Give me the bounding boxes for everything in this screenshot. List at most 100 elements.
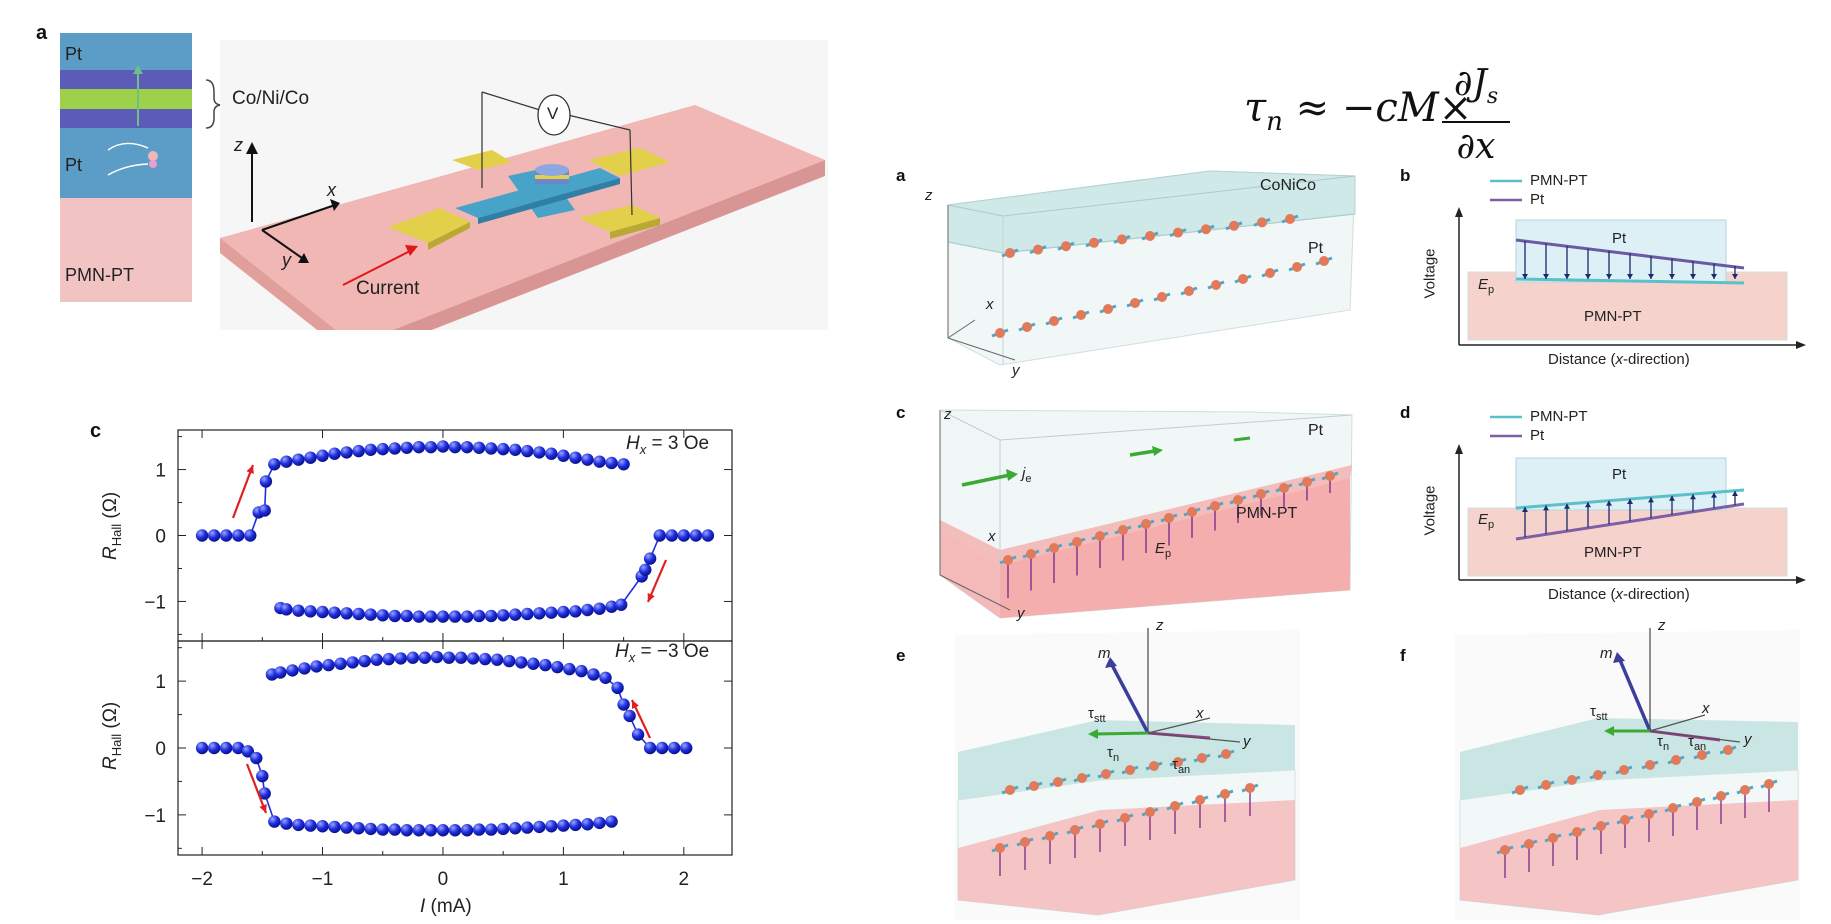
right-c-x: x — [988, 528, 996, 545]
voltage-arrow-head — [1648, 497, 1654, 503]
electron-spin — [1500, 845, 1510, 855]
electron-spin — [1141, 519, 1151, 529]
axis-x-label: x — [327, 180, 336, 200]
electron-spin — [1279, 483, 1289, 493]
data-point — [364, 608, 377, 621]
electron-spin — [1245, 783, 1255, 793]
electron-spin — [1061, 241, 1071, 252]
axis-z-label: z — [234, 135, 243, 155]
electron-spin — [1233, 495, 1243, 505]
data-point — [496, 609, 510, 622]
electron-spin — [1197, 753, 1207, 763]
electron-spin — [1103, 304, 1113, 314]
data-point — [400, 441, 414, 455]
right-d-xlabel: Distance (x-direction) — [1548, 586, 1690, 603]
data-point — [424, 824, 438, 837]
xlabel-it: x — [1615, 586, 1624, 603]
chart-top-legend: Hx = 3 Oe — [626, 433, 709, 457]
electron-spin — [1524, 839, 1534, 849]
right-e-tn: τn — [1107, 744, 1119, 764]
data-point — [388, 609, 401, 623]
electron-spin — [1145, 231, 1155, 241]
electron-spin — [1120, 813, 1130, 823]
data-point — [581, 818, 594, 831]
data-point — [195, 529, 209, 542]
right-f-tan: τan — [1688, 733, 1706, 753]
data-point — [639, 563, 652, 576]
data-point — [340, 821, 353, 834]
ep-sub: p — [1488, 519, 1495, 531]
data-point — [334, 657, 347, 670]
xlabel-post: -direction) — [1623, 351, 1690, 368]
electron-spin — [1620, 815, 1630, 825]
torque-formula: τn ≈ −cM× — [1244, 85, 1472, 137]
data-point — [521, 821, 534, 834]
x-tick-label: 2 — [679, 869, 690, 890]
switch-arrow — [245, 763, 268, 814]
ep-e: E — [1478, 511, 1489, 528]
data-point — [424, 440, 438, 454]
data-point — [256, 769, 269, 783]
electron-spin — [1692, 797, 1702, 807]
data-point — [545, 606, 558, 619]
plot-frame — [177, 429, 733, 642]
electron-spin — [1089, 237, 1099, 248]
electron-spin — [1095, 531, 1105, 541]
electron-spin — [1149, 761, 1159, 771]
electron-spin — [1201, 224, 1211, 235]
data-point — [424, 610, 438, 623]
xlabel-pre: Distance ( — [1548, 586, 1616, 603]
data-point — [376, 823, 389, 836]
right-e-z: z — [1156, 617, 1164, 634]
panel-label-left-a: a — [36, 22, 48, 44]
data-point — [250, 751, 263, 765]
data-point — [643, 741, 657, 755]
data-point — [623, 709, 636, 723]
data-point — [244, 529, 257, 542]
right-e-y: y — [1243, 733, 1251, 750]
electron-spin — [1095, 819, 1105, 829]
data-point — [563, 662, 576, 676]
tau-sub: an — [1693, 741, 1707, 753]
data-point — [292, 453, 305, 466]
data-point — [466, 652, 480, 665]
electron-spin — [1070, 825, 1080, 835]
data-point — [509, 443, 522, 456]
data-point — [406, 651, 420, 664]
data-point — [509, 822, 522, 835]
data-point — [232, 529, 245, 542]
electron-spin — [1645, 760, 1655, 770]
right-e-x: x — [1196, 705, 1204, 722]
electron-spin — [1029, 781, 1039, 791]
data-point — [328, 606, 341, 619]
data-point — [460, 440, 474, 454]
right-d-sub: PMN-PT — [1584, 544, 1642, 561]
tau: τ — [1657, 733, 1663, 750]
multilayer-label: Co/Ni/Co — [232, 88, 310, 109]
data-point — [677, 529, 691, 542]
electron-spin — [1221, 749, 1231, 759]
right-d-ep: Ep — [1478, 511, 1494, 531]
data-point — [412, 824, 426, 837]
data-point — [388, 823, 401, 836]
electron-spin — [1125, 765, 1135, 775]
electron-spin — [1764, 779, 1774, 789]
voltage-arrow-head — [1585, 502, 1591, 508]
panel-label-left-c: c — [90, 420, 102, 442]
panel-label-right-f: f — [1400, 646, 1406, 665]
data-point — [258, 787, 271, 800]
data-point — [454, 651, 468, 664]
ylabel-unit: (Ω) — [100, 701, 122, 734]
legend-h-sub: x — [639, 441, 647, 457]
right-d-legend-pmn: PMN-PT — [1530, 408, 1588, 425]
electron-spin — [1723, 745, 1733, 755]
legend-h-value: = −3 Oe — [635, 641, 710, 662]
y-tick-label: 1 — [155, 461, 166, 482]
data-point — [328, 447, 341, 460]
electron-spin — [1130, 298, 1140, 308]
electron-spin — [1593, 770, 1603, 780]
data-point — [436, 824, 450, 837]
tau: τ — [1172, 756, 1178, 773]
data-point — [364, 443, 377, 456]
data-point — [551, 660, 564, 674]
